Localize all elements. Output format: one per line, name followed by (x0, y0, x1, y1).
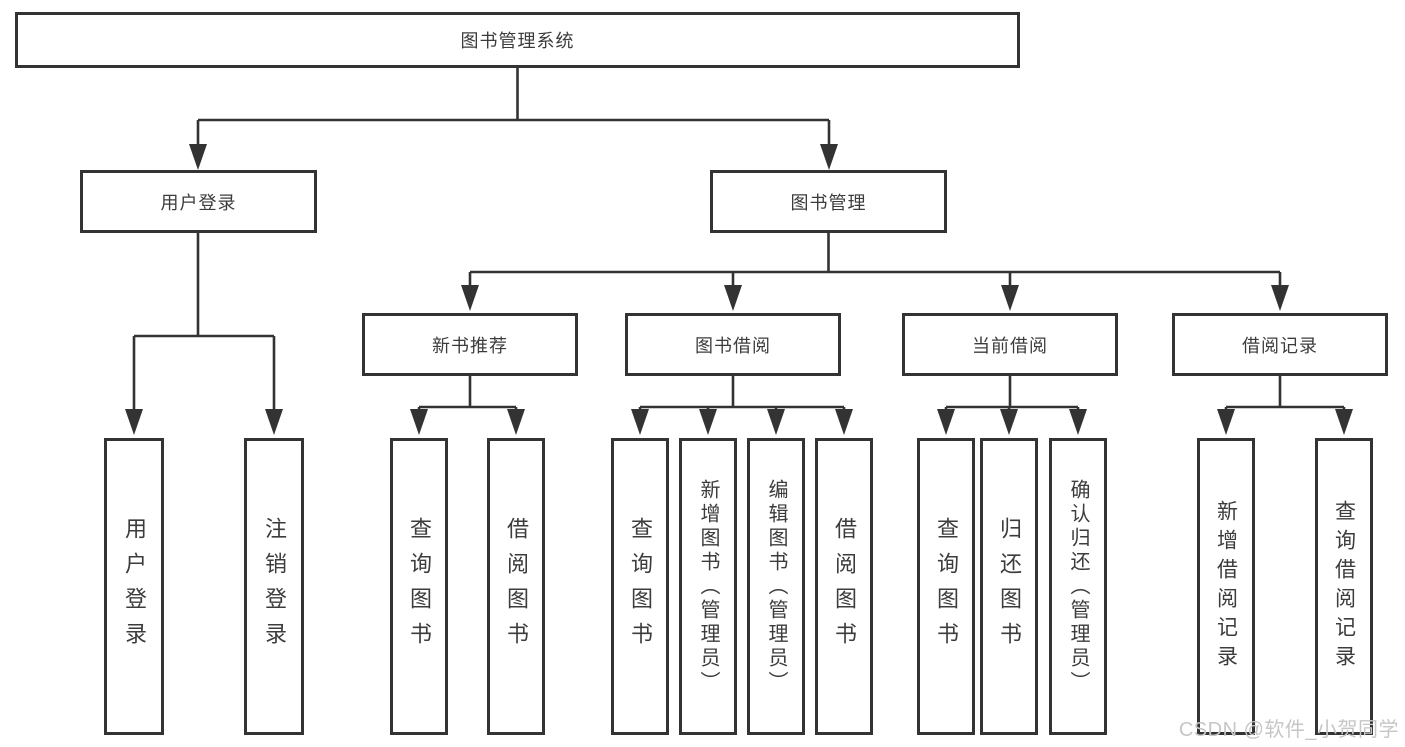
leaf-label: 确认归还（管理员） (1067, 478, 1089, 695)
wire-current-bus (946, 376, 1078, 409)
branch-label: 用户登录 (160, 192, 237, 213)
branch-node-user-login: 用户登录 (80, 170, 317, 233)
leaf-node-borrow-books: 借阅图书 (487, 438, 545, 735)
leaf-node-logout: 注销登录 (244, 438, 304, 735)
leaf-label: 注销登录 (262, 516, 287, 657)
leaf-node-edit-books-admin: 编辑图书（管理员） (747, 438, 805, 735)
wire-newbook-bus (419, 376, 516, 409)
leaf-label: 编辑图书（管理员） (765, 478, 787, 695)
leaf-node-borrow-books: 借阅图书 (815, 438, 873, 735)
leaf-node-query-books: 查询图书 (917, 438, 975, 735)
leaf-node-query-books: 查询图书 (390, 438, 448, 735)
root-node-label: 图书管理系统 (460, 31, 575, 51)
category-node-borrow-records: 借阅记录 (1172, 313, 1388, 376)
leaf-node-query-borrow-record: 查询借阅记录 (1315, 438, 1373, 735)
branch-label: 图书管理 (790, 192, 867, 213)
leaf-label: 查询借阅记录 (1332, 499, 1356, 674)
leaf-label: 查询图书 (934, 516, 959, 657)
wire-login-bus (134, 233, 274, 338)
category-node-new-book-recommend: 新书推荐 (362, 313, 578, 376)
category-node-current-borrow: 当前借阅 (902, 313, 1118, 376)
leaf-label: 用户登录 (122, 516, 147, 657)
category-label: 新书推荐 (432, 335, 508, 356)
wire-root-bus (198, 68, 829, 122)
leaf-label: 归还图书 (997, 516, 1022, 657)
csdn-watermark: CSDN @软件_小贺同学 (1178, 719, 1399, 741)
branch-node-book-management: 图书管理 (710, 170, 947, 233)
leaf-node-user-login: 用户登录 (104, 438, 164, 735)
wire-borrow-bus (640, 376, 844, 409)
root-node-system: 图书管理系统 (15, 12, 1020, 68)
wire-records-bus (1226, 376, 1344, 409)
category-node-book-borrow: 图书借阅 (625, 313, 841, 376)
wire-mgmt-bus (470, 233, 1280, 274)
leaf-label: 查询图书 (628, 516, 653, 657)
category-label: 借阅记录 (1242, 335, 1318, 356)
leaf-label: 新增图书（管理员） (697, 478, 719, 695)
leaf-label: 查询图书 (407, 516, 432, 657)
category-label: 当前借阅 (972, 335, 1048, 356)
leaf-node-confirm-return-admin: 确认归还（管理员） (1049, 438, 1107, 735)
category-label: 图书借阅 (695, 335, 771, 356)
leaf-node-return-books: 归还图书 (980, 438, 1038, 735)
leaf-label: 新增借阅记录 (1214, 499, 1238, 674)
leaf-label: 借阅图书 (504, 516, 529, 657)
leaf-node-add-books-admin: 新增图书（管理员） (679, 438, 737, 735)
leaf-node-add-borrow-record: 新增借阅记录 (1197, 438, 1255, 735)
leaf-node-query-books: 查询图书 (611, 438, 669, 735)
leaf-label: 借阅图书 (832, 516, 857, 657)
